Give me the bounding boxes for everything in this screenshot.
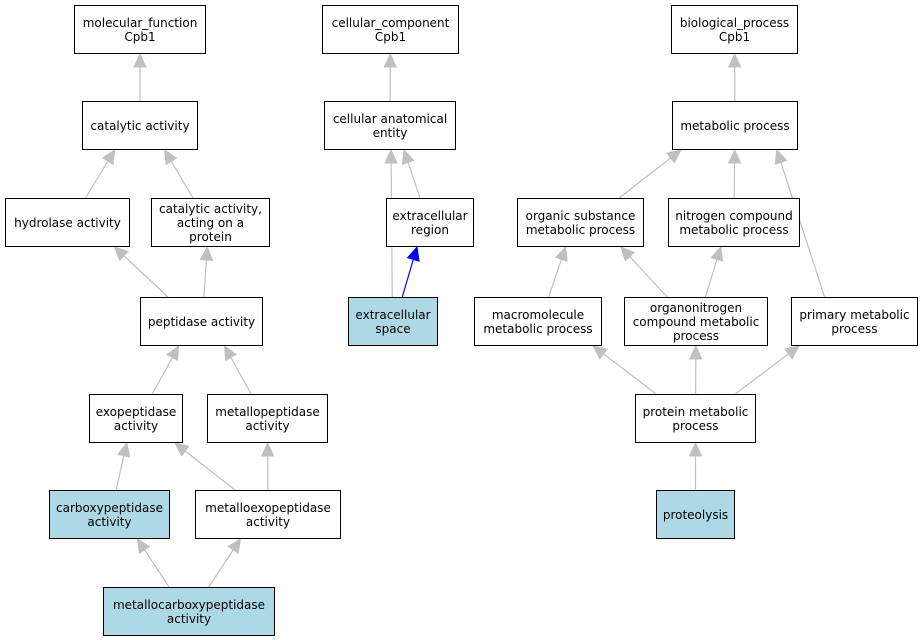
edge-protein_metab-to-macromolecule [603,353,657,395]
node-extracellular-space[interactable]: extracellular space [348,297,438,346]
node-organonitrogen-compound-metabolic-process[interactable]: organonitrogen compound metabolic proces… [624,297,768,346]
arrowhead-metallocarboxypeptidase-to-carboxypeptidase [136,538,151,554]
node-metabolic-process[interactable]: metabolic process [672,101,798,150]
arrowhead-catalytic-to-mf_root [133,52,147,68]
node-nitrogen-compound-metabolic-process[interactable]: nitrogen compound metabolic process [668,198,800,247]
node-catalytic-activity[interactable]: catalytic activity [82,101,198,150]
arrowhead-protein_metab-to-organonitrogen [688,344,703,360]
edge-metalloexopeptidase-to-exopeptidase [184,450,236,491]
node-exopeptidase-activity[interactable]: exopeptidase activity [89,394,183,443]
arrowhead-metallocarboxypeptidase-to-metalloexopeptidase [227,538,242,555]
node-peptidase-activity[interactable]: peptidase activity [140,297,263,346]
arrowhead-extracellular_region-to-cell_anat [401,148,415,165]
node-macromolecule-metabolic-process[interactable]: macromolecule metabolic process [474,297,602,346]
arrowhead-organonitrogen-to-organic_subst [620,246,636,262]
arrowhead-protein_metab-to-primary [784,345,800,360]
arrowhead-cell_anat-to-cc_root [383,52,398,68]
edge-organonitrogen-to-nitrogen_comp [704,259,718,298]
arrowhead-organic_subst-to-metabolic [666,149,682,164]
edge-metallopeptidase-to-peptidase [230,357,252,395]
arrowhead-extracellular_space-to-extracellular_region [406,245,420,262]
arrowhead-hydrolase-to-catalytic [101,148,116,166]
node-metallopeptidase-activity[interactable]: metallopeptidase activity [207,394,328,443]
edge-macromolecule-to-organic_subst [548,259,563,298]
arrowhead-metalloexopeptidase-to-exopeptidase [174,442,190,457]
node-protein-metabolic-process[interactable]: protein metabolic process [635,394,756,443]
arrowhead-exopeptidase-to-peptidase [166,344,180,362]
arrowhead-metallopeptidase-to-peptidase [224,344,238,362]
node-metalloexopeptidase-activity[interactable]: metalloexopeptidase activity [195,490,341,539]
arrowhead-proteolysis-to-protein_metab [688,441,703,457]
edge-peptidase-to-hydrolase [123,255,169,298]
node-organic-substance-metabolic-process[interactable]: organic substance metabolic process [517,198,644,247]
edge-carboxypeptidase-to-exopeptidase [115,455,125,491]
node-biological-process-root[interactable]: biological_process Cpb1 [671,5,798,54]
edge-exopeptidase-to-peptidase [151,357,173,395]
node-proteolysis[interactable]: proteolysis [656,490,735,539]
node-carboxypeptidase-activity[interactable]: carboxypeptidase activity [49,490,170,539]
node-molecular-function-root[interactable]: molecular_function Cpb1 [74,5,206,54]
edge-cat_protein-to-catalytic [170,160,194,199]
edge-peptidase-to-cat_protein [203,259,208,298]
arrowhead-cat_protein-to-catalytic [164,148,178,166]
edge-protein_metab-to-primary [734,353,789,395]
edge-extracellular_space-to-extracellular_region [401,259,414,298]
node-primary-metabolic-process[interactable]: primary metabolic process [791,297,918,346]
arrowhead-extracellular_space-to-cell_anat [384,148,398,164]
arrowhead-protein_metab-to-macromolecule [592,345,608,360]
edge-metallocarboxypeptidase-to-metalloexopeptidase [208,549,234,588]
arrowhead-peptidase-to-cat_protein [199,245,214,261]
edge-hydrolase-to-catalytic [85,160,109,199]
arrowhead-macromolecule-to-organic_subst [554,245,568,262]
arrowhead-metabolic-to-bp_root [727,52,742,68]
edge-metallocarboxypeptidase-to-carboxypeptidase [144,549,170,588]
arrowhead-nitrogen_comp-to-metabolic [727,148,742,164]
arrowhead-carboxypeptidase-to-exopeptidase [117,441,131,458]
node-extracellular-region[interactable]: extracellular region [386,198,474,247]
arrowhead-primary-to-metabolic [774,148,788,165]
node-catalytic-activity-acting-on-protein[interactable]: catalytic activity, acting on a protein [151,198,270,247]
edge-extracellular_region-to-cell_anat [407,162,421,199]
arrowhead-metalloexopeptidase-to-metallopeptidase [260,441,275,457]
arrowhead-peptidase-to-hydrolase [113,246,129,262]
edge-primary-to-metabolic [780,162,826,298]
node-metallocarboxypeptidase-activity[interactable]: metallocarboxypeptidase activity [103,587,275,636]
node-cellular-anatomical-entity[interactable]: cellular anatomical entity [324,101,456,150]
node-cellular-component-root[interactable]: cellular_component Cpb1 [322,5,459,54]
arrowhead-organonitrogen-to-nitrogen_comp [710,245,724,262]
edge-organic_subst-to-metabolic [618,157,672,199]
edge-organonitrogen-to-organic_subst [629,256,668,298]
node-hydrolase-activity[interactable]: hydrolase activity [5,198,130,247]
